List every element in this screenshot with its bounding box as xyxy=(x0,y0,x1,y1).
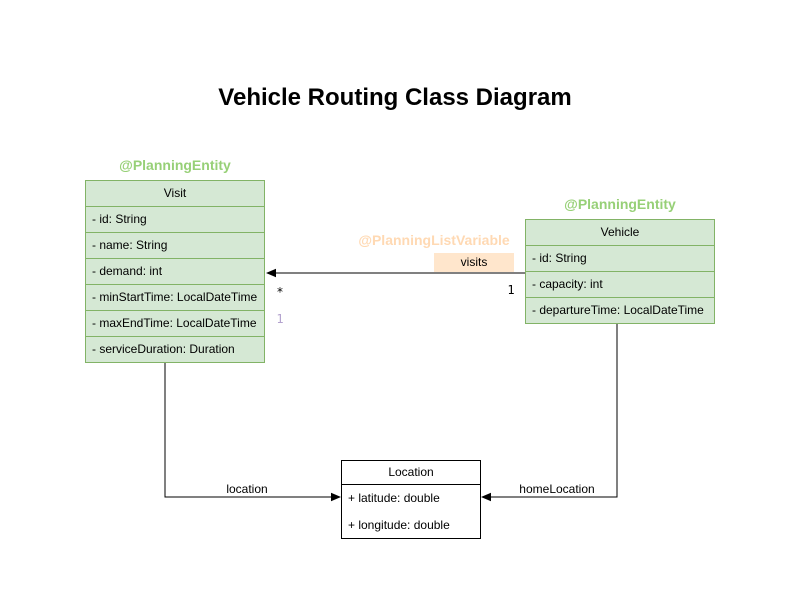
visits-multiplicity-visit-side: * xyxy=(276,285,284,299)
edge-homelocation xyxy=(491,322,618,498)
class-location-attribute: + longitude: double xyxy=(348,518,450,532)
vehicle-planning-entity-annotation: @PlanningEntity xyxy=(564,196,676,212)
class-visit-attribute: - minStartTime: LocalDateTime xyxy=(86,284,264,310)
edge-location xyxy=(164,361,331,498)
class-visit-name: Visit xyxy=(163,186,187,200)
class-location-name: Location xyxy=(342,461,480,485)
class-visit: Visit - id: String - name: String - dema… xyxy=(85,180,265,363)
visit-planning-entity-annotation: @PlanningEntity xyxy=(119,157,231,173)
planning-list-variable-annotation: @PlanningListVariable xyxy=(358,232,510,248)
visits-edge-label-badge: visits xyxy=(434,253,514,272)
class-visit-attribute: - maxEndTime: LocalDateTime xyxy=(86,310,264,336)
class-vehicle-attribute: - departureTime: LocalDateTime xyxy=(526,297,714,323)
arrowhead-homelocation xyxy=(481,492,491,502)
location-edge-label: location xyxy=(226,482,268,496)
class-vehicle-attribute: - capacity: int xyxy=(526,271,714,297)
arrowhead-location xyxy=(331,492,341,502)
arrowhead-visits xyxy=(266,268,276,278)
class-location: Location + latitude: double + longitude:… xyxy=(341,460,481,539)
visits-multiplicity-vehicle-side: 1 xyxy=(507,283,515,297)
homelocation-edge-label: homeLocation xyxy=(519,482,595,496)
class-vehicle: Vehicle - id: String - capacity: int - d… xyxy=(525,219,715,324)
class-visit-attribute: - serviceDuration: Duration xyxy=(86,336,264,362)
class-location-attribute: + latitude: double xyxy=(348,491,440,505)
class-vehicle-name: Vehicle xyxy=(600,225,640,239)
class-visit-attribute: - demand: int xyxy=(86,258,264,284)
class-visit-attribute: - id: String xyxy=(86,206,264,232)
class-vehicle-attribute: - id: String xyxy=(526,245,714,271)
class-visit-attribute: - name: String xyxy=(86,232,264,258)
visits-secondary-multiplicity: 1 xyxy=(276,312,284,326)
diagram-title: Vehicle Routing Class Diagram xyxy=(218,84,572,111)
